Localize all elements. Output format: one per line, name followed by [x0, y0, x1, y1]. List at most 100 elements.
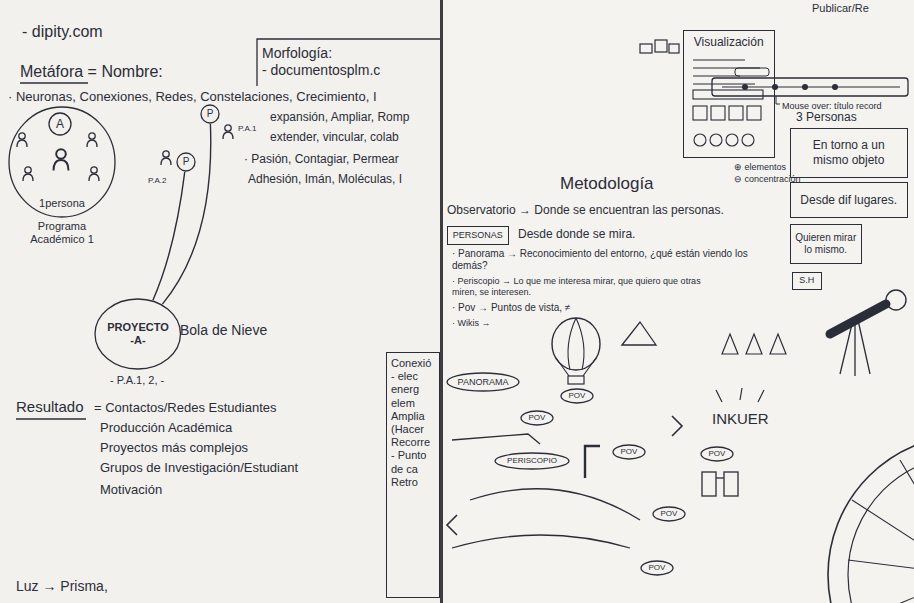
box-icon: [640, 44, 652, 53]
loop: [710, 134, 722, 146]
speech-bubble: POV: [652, 506, 686, 522]
text-holder: P: [203, 107, 217, 121]
wheel: [848, 455, 914, 603]
text-holder: POV: [617, 446, 641, 458]
ellipse-outline-shape: [641, 561, 673, 575]
text-holder: Conexió- elec energ elemAmplia (HacerRec…: [391, 357, 434, 592]
node-text: S.H: [799, 275, 814, 286]
ground: [470, 489, 640, 520]
note-text: Luz → Prisma,: [16, 578, 108, 595]
rays: [716, 388, 764, 402]
timeline-dot: [802, 84, 808, 90]
notes-box: Conexió- elec energ elemAmplia (HacerRec…: [386, 352, 440, 598]
text-holder: Morfología:- documentosplm.c: [262, 44, 434, 80]
node-text: POV: [709, 449, 726, 459]
speech-bubble: PANORAMA: [446, 372, 520, 392]
result-item: Proyectos más complejos: [100, 440, 248, 456]
text-holder: S.H: [795, 275, 818, 286]
loop: [742, 134, 754, 146]
annotation: ⊖ concentración: [734, 174, 801, 185]
tent: [622, 322, 656, 345]
binocular: [702, 472, 716, 496]
grid-square: [711, 106, 725, 120]
section-heading: Metáfora = Nombre:: [20, 62, 163, 81]
ellipse-outline-shape: [201, 105, 219, 123]
timeline-dot: [832, 84, 838, 90]
text-holder: PANORAMA: [456, 375, 509, 389]
underline: [16, 418, 86, 419]
node-text: Visualización: [694, 35, 764, 49]
node-text: Amplia (Hacer: [391, 410, 434, 436]
binocular-bridge: [716, 477, 724, 478]
note-text: Publicar/Re: [812, 2, 869, 15]
timeline-dot: [772, 84, 778, 90]
text-holder: Quieren mirar lo mismo.: [794, 228, 857, 259]
node-text: Desde dif lugares.: [800, 193, 897, 207]
person-icon: [223, 125, 233, 139]
page-gap: [440, 0, 443, 603]
note-box: En torno a un mismo objeto: [790, 128, 908, 178]
node-text: POV: [621, 447, 638, 457]
person-icon: [17, 133, 27, 147]
text-holder: POV: [645, 562, 669, 574]
result-item: Motivación: [100, 482, 162, 498]
node-text: 1persona: [39, 197, 85, 210]
tripod: [840, 320, 870, 376]
ellipse-outline-shape: [95, 299, 180, 369]
left-page: [0, 0, 443, 603]
note-text: Observatorio → Donde se encuentran las p…: [447, 203, 724, 217]
binocular: [724, 472, 738, 496]
note-text: · Periscopio → Lo que me interesa mirar,…: [452, 276, 722, 298]
grid-square: [729, 106, 743, 120]
source-bracket: Morfología:- documentosplm.c: [256, 38, 440, 86]
node-text: Programa Académico 1: [12, 220, 112, 246]
node-text: P: [207, 108, 214, 120]
keyword-list: · Pasión, Contagiar, Permear: [244, 152, 399, 166]
ellipse-outline-shape: [49, 113, 71, 135]
telescope-lens: [886, 290, 906, 310]
text-holder: POV: [565, 390, 589, 402]
node-text: PERSONAS: [453, 230, 503, 241]
lamp: [722, 334, 786, 354]
text-holder: POV: [705, 448, 729, 460]
text-holder: A: [51, 115, 68, 132]
grid-square: [693, 106, 707, 120]
node-text: P: [183, 156, 190, 168]
person-icon: [23, 167, 33, 181]
list-bar: [693, 90, 763, 99]
node-text: PERISCOPIO: [507, 456, 557, 466]
speech-bubble: POV: [560, 388, 594, 404]
letter-bubble: P: [200, 104, 220, 124]
keyword-list: extender, vincular, colab: [270, 130, 399, 144]
text-holder: Visualización: [688, 35, 769, 152]
page-title: Metodología: [560, 174, 654, 194]
node-text: En torno a un mismo objeto: [795, 138, 902, 167]
tag-box: PERSONAS: [447, 226, 509, 245]
brand-label: INKUER: [712, 410, 769, 428]
ellipse-outline-shape: [9, 107, 115, 217]
ellipse-outline-shape: [613, 445, 645, 459]
balloon-stripes: [568, 318, 584, 370]
note-box: Quieren mirar lo mismo.: [790, 224, 862, 264]
box-icon: [655, 40, 667, 52]
person-icon: [54, 149, 69, 170]
ellipse-outline-shape: [521, 411, 553, 425]
ellipse-outline-shape: [653, 507, 685, 521]
ellipse-outline-shape: [177, 153, 195, 171]
connector-line: [153, 172, 185, 300]
node-text: POV: [529, 413, 546, 423]
ellipse-outline-shape: [447, 373, 519, 391]
node-text: A: [56, 117, 64, 131]
note-text: Desde donde se mira.: [518, 227, 635, 241]
text-holder: POV: [657, 508, 681, 520]
keyword-list: Adhesión, Imán, Moléculas, I: [248, 172, 402, 186]
text-holder: P: [179, 155, 193, 169]
periscope: [585, 446, 600, 478]
loop: [694, 134, 706, 146]
node-text: - elec energ elem: [391, 370, 434, 410]
node-text: - documentosplm.c: [262, 62, 380, 79]
letter-bubble: A: [48, 112, 72, 136]
node-text: POV: [569, 391, 586, 401]
text-holder: En torno a un mismo objeto: [795, 133, 902, 172]
node-text: Quieren mirar lo mismo.: [794, 232, 857, 256]
